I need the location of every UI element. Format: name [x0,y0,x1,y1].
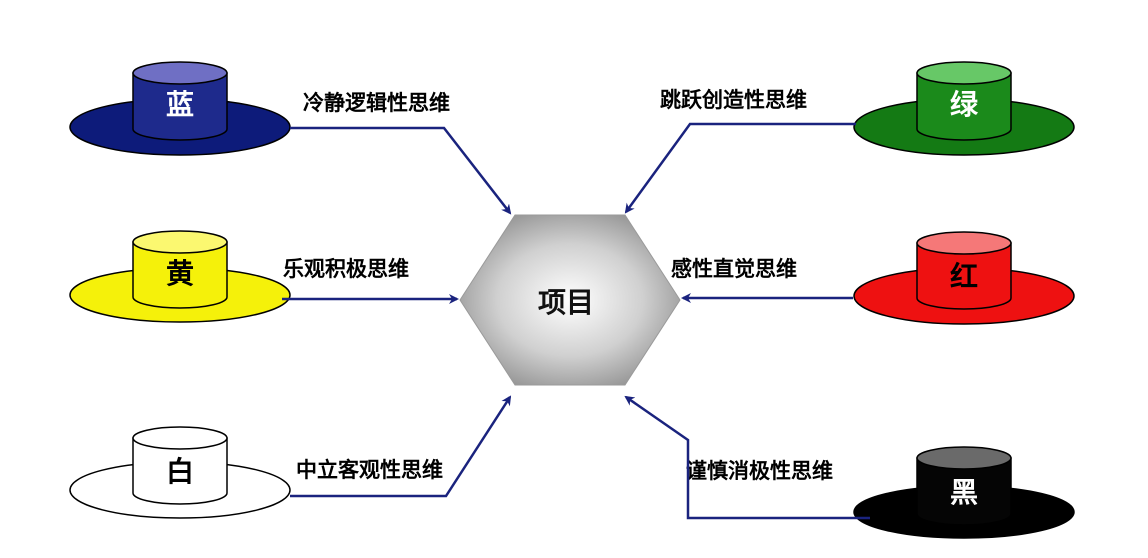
hat-white-label: 白 [166,455,194,488]
center-hexagon [459,214,681,386]
hat-black-label: 黑 [950,476,978,509]
hat-green-crown [916,72,1012,141]
hat-green-label: 绿 [950,88,979,121]
hat-red-top [916,231,1012,255]
hat-blue: 蓝 [69,61,291,156]
hat-black-top [916,446,1012,470]
mode-label-white: 中立客观性思维 [296,458,443,482]
arrow-blue [290,126,512,215]
hat-green: 绿 [853,61,1075,156]
mode-label-black: 谨慎消极性思维 [686,459,833,483]
arrow-green [624,122,856,214]
hat-yellow-label: 黄 [166,257,194,290]
mode-label-blue: 冷静逻辑性思维 [303,91,450,115]
mode-label-green: 跳跃创造性思维 [660,88,807,112]
hat-blue-top [132,61,228,85]
hat-yellow-top [132,230,228,254]
hat-yellow: 黄 [69,230,291,323]
hat-white-crown [132,437,228,505]
center-project-node: 项目 [459,214,681,386]
mode-label-yellow: 乐观积极思维 [283,257,409,281]
hat-green-top [916,61,1012,85]
hat-blue-crown [132,72,228,141]
arrow-black [624,395,870,520]
hat-red: 红 [853,231,1075,325]
hat-black: 黑 [853,446,1075,539]
arrow-white [290,395,512,498]
hat-yellow-crown [132,241,228,309]
hat-white: 白 [69,426,291,519]
hat-white-top [132,426,228,450]
hat-blue-label: 蓝 [166,88,194,121]
hat-red-label: 红 [950,260,978,293]
hat-black-crown [916,457,1012,526]
hat-red-crown [916,242,1012,310]
center-label: 项目 [538,286,594,319]
mode-label-red: 感性直觉思维 [671,257,797,281]
